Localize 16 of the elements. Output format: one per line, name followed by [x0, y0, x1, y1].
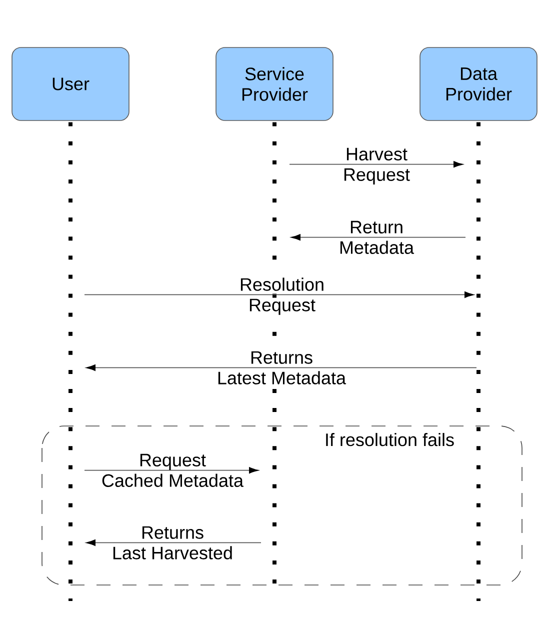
arrow — [84, 467, 258, 474]
participant-box: User — [12, 47, 130, 121]
edge-label: Harvest Request — [344, 148, 410, 185]
edge-label: Returns Last Harvested — [113, 526, 232, 560]
arrow — [86, 539, 262, 546]
participant-box: Data Provider — [420, 47, 538, 121]
edge-label: Returns Latest Metadata — [218, 351, 346, 384]
arrow — [291, 234, 466, 241]
edge-label: Return Metadata — [340, 220, 414, 254]
arrow — [84, 291, 474, 298]
arrow — [289, 161, 463, 168]
arrow — [86, 364, 477, 371]
edge-label: Request Cached Metadata — [102, 454, 244, 487]
condition-label: If resolution fails — [326, 432, 454, 446]
participant-box: Service Provider — [216, 47, 334, 121]
edge-label: Resolution Request — [240, 278, 324, 315]
